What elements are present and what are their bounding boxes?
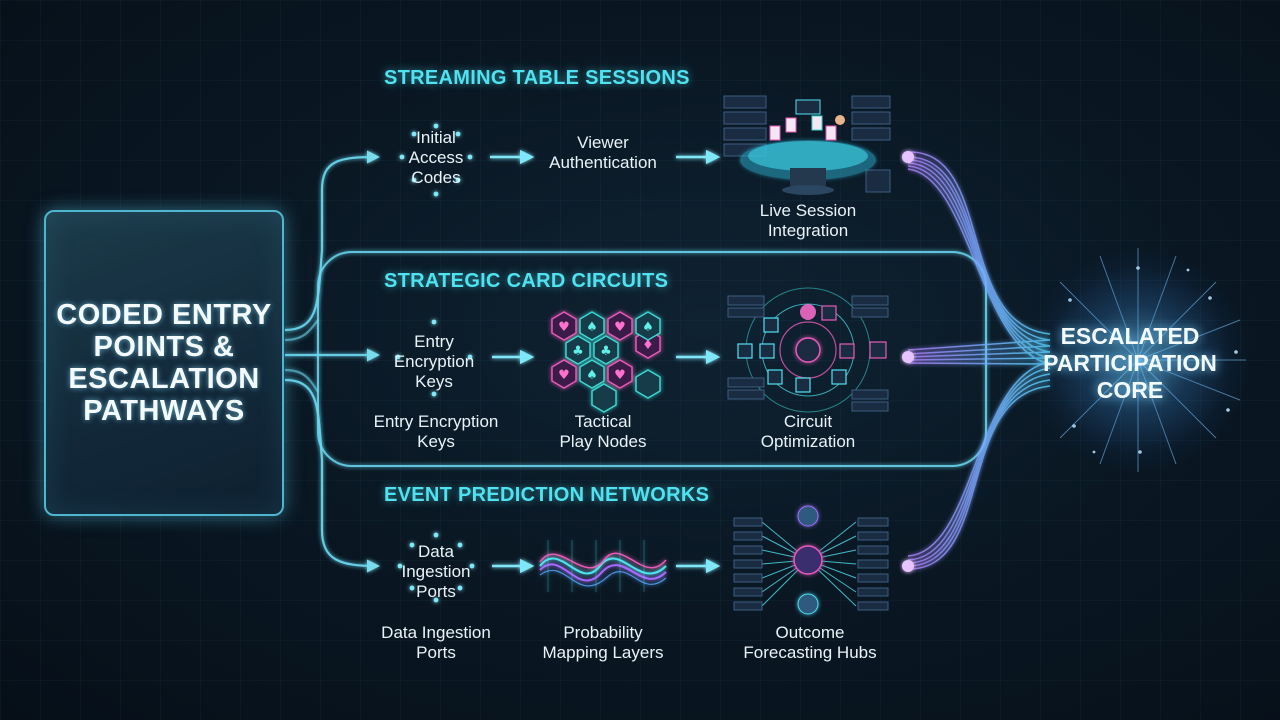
probability-wave-icon — [539, 540, 667, 592]
svg-text:♥: ♥ — [558, 368, 570, 383]
svg-text:♠: ♠ — [586, 368, 598, 383]
branch-3-node-1-label: Data Ingestion Ports — [401, 542, 471, 601]
svg-text:♣: ♣ — [572, 344, 584, 359]
svg-text:♣: ♣ — [600, 344, 612, 359]
svg-text:♥: ♥ — [558, 320, 570, 335]
branch-3-node-3-label: Outcome Forecasting Hubs — [743, 623, 877, 662]
branch-3-node-1-caption: Data Ingestion Ports — [381, 623, 491, 662]
core-title: ESCALATED PARTICIPATION CORE — [1043, 323, 1217, 403]
branch-3-title: EVENT PREDICTION NETWORKS — [384, 484, 710, 506]
wire-to-branch-3 — [284, 378, 380, 573]
circuit-network-icon — [727, 287, 889, 413]
entry-box: CODED ENTRY POINTS & ESCALATION PATHWAYS — [44, 210, 284, 516]
entry-title: CODED ENTRY POINTS & ESCALATION PATHWAYS — [56, 299, 272, 427]
card-suit-hex-grid-icon: ♥ ♥ ♥ ♥ ♦ ♠ ♠ ♠ ♣ ♣ — [551, 311, 661, 413]
branch-1-title: STREAMING TABLE SESSIONS — [384, 67, 690, 89]
branch-1-node-3-label: Live Session Integration — [759, 201, 857, 240]
wire-to-branch-1 — [284, 150, 380, 332]
core-glow — [1028, 250, 1248, 470]
branch-2-node-3-label: Circuit Optimization — [760, 412, 856, 451]
branch-1-node-1-label: Initial Access Codes — [408, 128, 464, 187]
branch-3-node-2-label: Probability Mapping Layers — [542, 623, 664, 662]
svg-text:♦: ♦ — [642, 338, 654, 353]
branch-2-node-2-label: Tactical Play Nodes — [559, 412, 647, 451]
svg-text:♠: ♠ — [586, 320, 598, 335]
branch-2-node-1-caption: Entry Encryption Keys — [373, 412, 499, 451]
svg-text:♥: ♥ — [614, 368, 626, 383]
forecasting-hub-icon — [733, 505, 889, 615]
wire-bundles — [907, 151, 1051, 570]
svg-text:♠: ♠ — [642, 320, 654, 335]
svg-text:♥: ♥ — [614, 320, 626, 335]
branch-2-node-1-label: Entry Encryption Keys — [393, 332, 475, 391]
poker-table-stream-icon — [723, 95, 891, 195]
branch-1-node-2-label: Viewer Authentication — [549, 133, 657, 172]
branch-2-title: STRATEGIC CARD CIRCUITS — [384, 270, 669, 292]
